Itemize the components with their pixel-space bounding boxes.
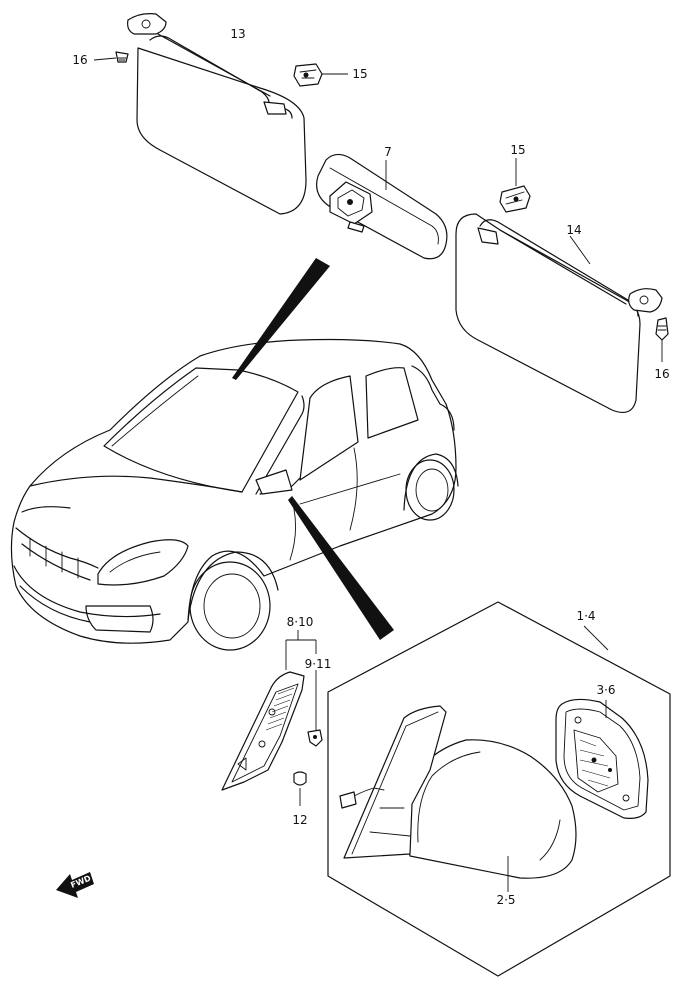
label-8-10: 8·10: [287, 615, 314, 629]
pillar-garnish: [221, 671, 305, 791]
clip-12: [293, 771, 307, 806]
rear-view-mirror: [316, 153, 448, 260]
screw-16-left: [93, 51, 129, 63]
label-12: 12: [292, 813, 307, 827]
sun-visor-right: [455, 213, 663, 413]
label-16-left: 16: [72, 53, 87, 67]
vehicle-outline: [10, 338, 459, 651]
leaders-8-10: [285, 630, 317, 730]
outside-mirror-assembly: [327, 601, 671, 977]
label-9-11: 9·11: [305, 657, 332, 671]
label-1-4: 1·4: [576, 609, 595, 623]
label-7: 7: [384, 145, 392, 159]
label-15-upper: 15: [352, 67, 367, 81]
label-13: 13: [230, 27, 245, 41]
sun-visor-left: [127, 13, 307, 215]
clip-9-11: [307, 729, 323, 747]
clip-15-upper: [293, 63, 348, 87]
screw-16-right: [655, 317, 669, 362]
label-2-5: 2·5: [496, 893, 515, 907]
label-16-right: 16: [654, 367, 669, 381]
clip-15-right: [499, 158, 531, 213]
label-14: 14: [566, 223, 581, 237]
label-15-right: 15: [510, 143, 525, 157]
forward-arrow-icon: FWD: [56, 872, 94, 898]
pointer-wedges: [232, 258, 394, 640]
label-3-6: 3·6: [596, 683, 615, 697]
